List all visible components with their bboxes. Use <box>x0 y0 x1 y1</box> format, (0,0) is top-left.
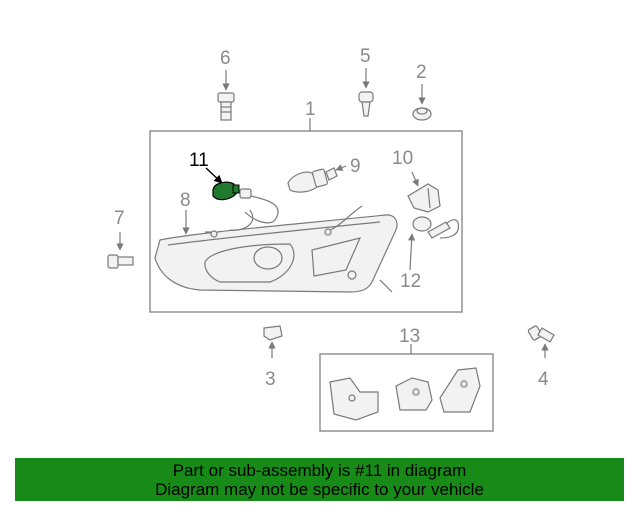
banner-line-2: Diagram may not be specific to your vehi… <box>155 480 484 499</box>
bracket-13c-icon[interactable] <box>439 367 481 413</box>
bracket-13b-icon[interactable] <box>395 377 433 411</box>
callout-12[interactable]: 12 <box>400 271 421 292</box>
assembly-box-13 <box>319 353 494 432</box>
callout-8[interactable]: 8 <box>180 190 191 211</box>
wire-harness-8[interactable] <box>182 188 363 238</box>
clip-2-icon[interactable] <box>412 84 432 121</box>
callout-2[interactable]: 2 <box>416 62 427 83</box>
callout-9[interactable]: 9 <box>350 156 361 177</box>
callout-1[interactable]: 1 <box>305 99 316 120</box>
bolt-4-icon[interactable] <box>527 325 555 358</box>
bolt-6-icon[interactable] <box>217 70 235 121</box>
socket-12-icon[interactable] <box>408 216 460 271</box>
clip-3-icon[interactable] <box>263 325 283 358</box>
callout-3[interactable]: 3 <box>265 369 276 390</box>
headlamp-housing[interactable] <box>154 214 398 293</box>
assembly-box-1 <box>149 130 463 313</box>
callout-13[interactable]: 13 <box>399 326 420 347</box>
info-banner: Part or sub-assembly is #11 in diagram D… <box>15 458 624 501</box>
bracket-13a-icon[interactable] <box>329 377 379 421</box>
callout-4[interactable]: 4 <box>538 369 549 390</box>
banner-line-1: Part or sub-assembly is #11 in diagram <box>172 461 467 480</box>
callout-6[interactable]: 6 <box>220 48 231 69</box>
callout-5[interactable]: 5 <box>360 46 371 67</box>
socket-10-icon[interactable] <box>407 171 441 213</box>
screw-5-icon[interactable] <box>358 68 374 117</box>
callout-7[interactable]: 7 <box>114 208 125 229</box>
callout-11[interactable]: 11 <box>189 150 209 171</box>
callout-10[interactable]: 10 <box>392 148 413 169</box>
bulb-11-icon[interactable] <box>205 167 240 201</box>
bolt-7-icon[interactable] <box>107 232 134 269</box>
bulb-9-icon[interactable] <box>287 164 347 193</box>
